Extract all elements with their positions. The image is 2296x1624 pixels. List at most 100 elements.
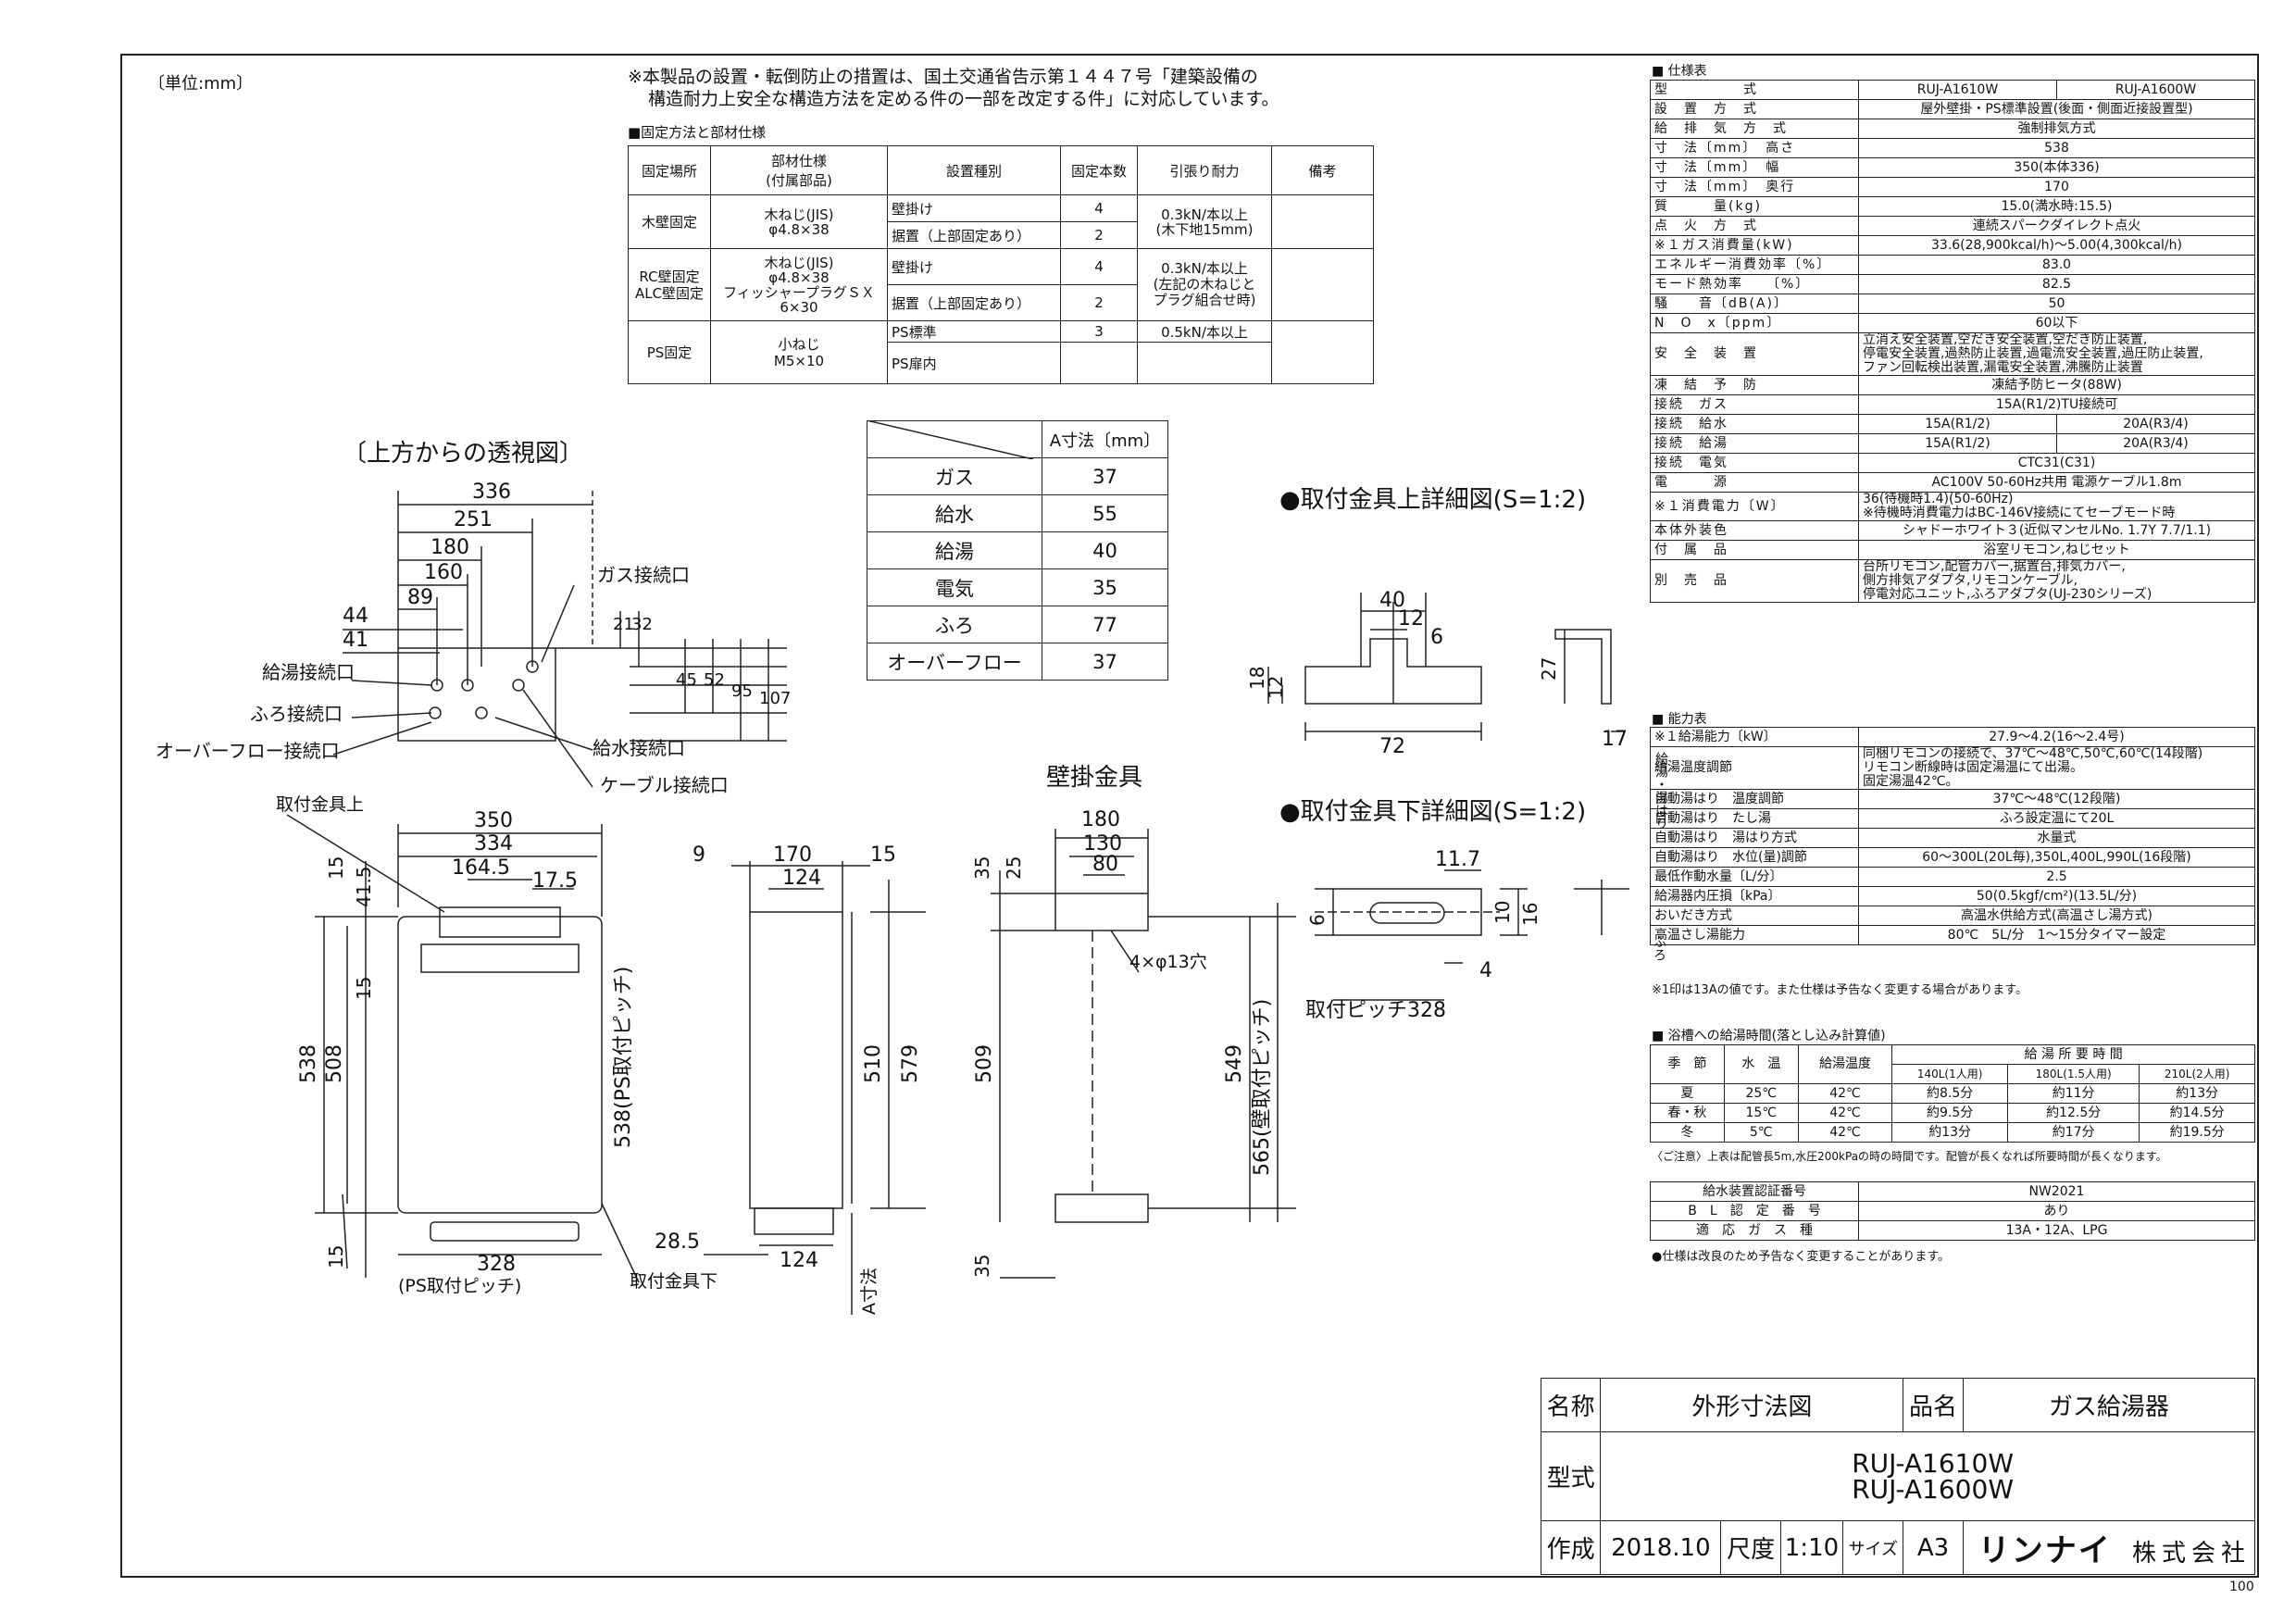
label-holes: 4×φ13穴 [1129, 952, 1207, 972]
capability-key: 自動湯はり 温度調節 [1650, 789, 1859, 809]
tb-size-label: サイズ [1842, 1520, 1904, 1575]
dim-180: 180 [430, 536, 469, 559]
label-ps-pitch: (PS取付ピッチ) [398, 1276, 521, 1296]
rc-strength: 0.3kN/本以上 (左記の木ねじと プラグ組合せ時) [1137, 248, 1272, 321]
label-bracket-upper: 取付金具上 [276, 794, 364, 815]
tb-name: 外形寸法図 [1600, 1378, 1904, 1432]
dim-89: 89 [407, 586, 433, 609]
capability-key: 高温さし湯能力 [1650, 925, 1859, 945]
dim-328: 328 [477, 1253, 516, 1276]
dim-180-bracket: 180 [1081, 808, 1120, 831]
cert-value: あり [1858, 1201, 2255, 1221]
title-block: 名称 外形寸法図 品名 ガス給湯器 型式 RUJ-A1610W RUJ-A160… [1540, 1378, 2256, 1575]
bath-note: 〈ご注意〉上表は配管長5m,水圧200kPaの時の時間です。配管が長くなれば所要… [1652, 1150, 2167, 1163]
tb-model-label: 型式 [1540, 1431, 1602, 1521]
tb-models: RUJ-A1610W RUJ-A1600W [1600, 1431, 2255, 1521]
rc-part-2: フィッシャープラグＳＸ 6×30 [723, 283, 875, 316]
label-water-connection: 給水接続口 [593, 737, 685, 759]
dim-538: 538 [297, 1044, 320, 1083]
dim-549: 549 [1223, 1044, 1246, 1083]
rc-part-1: 木ねじ(JIS) φ4.8×38 [764, 254, 834, 286]
adim-header: A寸法〔mm〕 [1042, 420, 1168, 458]
capability-value: ふろ設定温にて20L [1858, 808, 2255, 829]
dim-21: 21 [613, 615, 634, 634]
dim-17: 17 [1602, 728, 1628, 751]
adim-value-elec: 35 [1042, 568, 1168, 606]
spec-key: 給 排 気 方 式 [1650, 119, 1859, 139]
capability-value: 60〜300L(20L毎),350L,400L,990L(16段階) [1858, 847, 2255, 868]
spec-value: 15A(R1/2) [1858, 414, 2057, 434]
dim-170: 170 [773, 843, 812, 867]
fix-section-title: ■固定方法と部材仕様 [628, 124, 767, 141]
dim-27: 27 [1538, 657, 1560, 681]
spec-key: 凍 結 予 防 [1650, 375, 1859, 395]
spec-key: 設 置 方 式 [1650, 99, 1859, 119]
dim-510: 510 [862, 1044, 885, 1083]
dim-44: 44 [343, 605, 368, 628]
capability-value: 高温水供給方式(高温さし湯方式) [1858, 906, 2255, 926]
spec-row: モード熱効率 〔%〕82.5 [1650, 274, 2255, 294]
wood-part: 木ねじ(JIS) φ4.8×38 [710, 194, 888, 249]
capability-key: おいだき方式 [1650, 906, 1859, 926]
dim-538-ps-pitch: 538(PS取付ピッチ) [612, 967, 635, 1148]
spec-key: 電 源 [1650, 472, 1859, 493]
dim-35-top: 35 [971, 856, 993, 880]
dim-12-top: 12 [1398, 607, 1424, 631]
capability-value: 37℃〜48℃(12段階) [1858, 789, 2255, 809]
capability-key: 最低作動水量〔L/分〕 [1650, 867, 1859, 887]
capability-key: 自動湯はり 水位(量)調節 [1650, 847, 1859, 868]
bath-cell: 約17分 [2006, 1122, 2140, 1143]
cert-key: B L 認 定 番 号 [1650, 1201, 1859, 1221]
capability-row: 給湯器内圧損〔kPa〕50(0.5kgf/cm²)(13.5L/分) [1650, 886, 2255, 906]
capability-side-label-bath: ふろ [1652, 935, 1666, 961]
dim-16: 16 [1519, 903, 1541, 926]
tb-size: A3 [1903, 1520, 1964, 1575]
adim-label-gas: ガス [867, 457, 1042, 495]
capability-key: 自動湯はり たし湯 [1650, 808, 1859, 829]
dim-80: 80 [1092, 853, 1118, 876]
lower-bracket-shape [1332, 888, 1482, 936]
cert-value: 13A・12A、LPG [1858, 1220, 2255, 1241]
spec-key: 騒 音〔dB(A)〕 [1650, 294, 1859, 314]
dim-15-side: 15 [870, 843, 896, 867]
dim-160: 160 [424, 561, 463, 584]
dim-40: 40 [1379, 589, 1405, 612]
dim-251: 251 [454, 508, 493, 531]
bath-cell: 約13分 [1891, 1122, 2008, 1143]
bath-th: 180L(1.5人用) [2006, 1064, 2140, 1084]
spec-value: 浴室リモコン,ねじセット [1858, 540, 2255, 560]
upper-bracket-side [1554, 629, 1612, 705]
spec-key: 接続 給水 [1650, 414, 1859, 434]
spec-key: 付 属 品 [1650, 540, 1859, 560]
capability-row: 最低作動水量〔L/分〕2.5 [1650, 867, 2255, 887]
spec-key: モード熱効率 〔%〕 [1650, 274, 1859, 294]
dim-164-5: 164.5 [452, 856, 510, 880]
label-a-dimension: A寸法 [859, 1268, 880, 1315]
dim-15-bottom: 15 [325, 1245, 347, 1268]
spec-key: N O x〔ppm〕 [1650, 313, 1859, 333]
spec-row: 付 属 品浴室リモコン,ねじセット [1650, 540, 2255, 560]
dim-41-5: 41.5 [353, 866, 375, 907]
capability-key: 給湯器内圧損〔kPa〕 [1650, 886, 1859, 906]
spec-value: 60以下 [1858, 313, 2255, 333]
dim-9: 9 [693, 843, 705, 867]
company-logo: リンナイ [1978, 1532, 2112, 1569]
tb-scale-label: 尺度 [1720, 1520, 1781, 1575]
wood-place: 木壁固定 [628, 194, 711, 249]
capability-value: 27.9〜4.2(16〜2.4号) [1858, 727, 2255, 747]
capability-key: 自動湯はり 湯はり方式 [1650, 828, 1859, 848]
spec-value: 屋外壁掛・PS標準設置(後面・側面近接設置型) [1858, 99, 2255, 119]
top-view-title: 〔上方からの透視図〕 [343, 440, 583, 468]
capability-value: 80℃ 5L/分 1〜15分タイマー設定 [1858, 925, 2255, 945]
bath-cell: 冬 [1650, 1122, 1725, 1143]
dim-12-side: 12 [1265, 676, 1287, 699]
spec-row: 安 全 装 置立消え安全装置,空だき安全装置,空だき防止装置, 停電安全装置,過… [1650, 332, 2255, 376]
label-bracket-lower: 取付金具下 [630, 1271, 718, 1292]
cert-value: NW2021 [1858, 1181, 2255, 1202]
dim-107: 107 [759, 689, 791, 708]
bath-cell: 約19.5分 [2139, 1122, 2255, 1143]
